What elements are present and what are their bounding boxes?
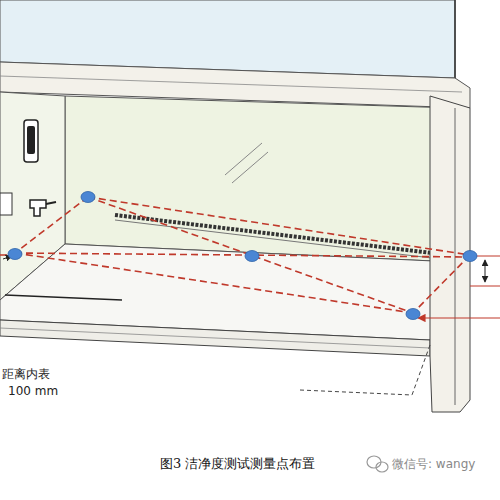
reflection bbox=[232, 152, 268, 183]
outlet-box bbox=[24, 120, 38, 162]
faucet-handle bbox=[46, 202, 56, 204]
floor-edge bbox=[5, 295, 122, 300]
hidden-edge bbox=[300, 390, 412, 395]
wechat-icon bbox=[367, 456, 388, 472]
faucet bbox=[30, 200, 46, 216]
bevel-line bbox=[0, 76, 462, 92]
front-edge bbox=[0, 320, 430, 356]
sash-edge bbox=[454, 0, 456, 80]
hidden-edge bbox=[412, 345, 430, 395]
watermark: 微信号: wangy bbox=[392, 456, 475, 473]
panel-square bbox=[0, 193, 12, 215]
dimension-note: 距离内表 bbox=[2, 366, 50, 383]
outlet-face bbox=[27, 126, 35, 154]
dim-arrow bbox=[485, 260, 486, 282]
reflection bbox=[225, 143, 262, 175]
dimension-value: 100 mm bbox=[8, 384, 58, 398]
rear-grille bbox=[115, 215, 440, 254]
leader-arrow bbox=[418, 317, 500, 318]
measure-point bbox=[8, 192, 477, 320]
figure-caption: 图3 洁净度测试测量点布置 bbox=[160, 455, 315, 473]
front-edge-line bbox=[0, 328, 430, 348]
measure-grid bbox=[0, 197, 470, 313]
dim-line bbox=[470, 286, 500, 287]
back-wall bbox=[65, 96, 455, 262]
